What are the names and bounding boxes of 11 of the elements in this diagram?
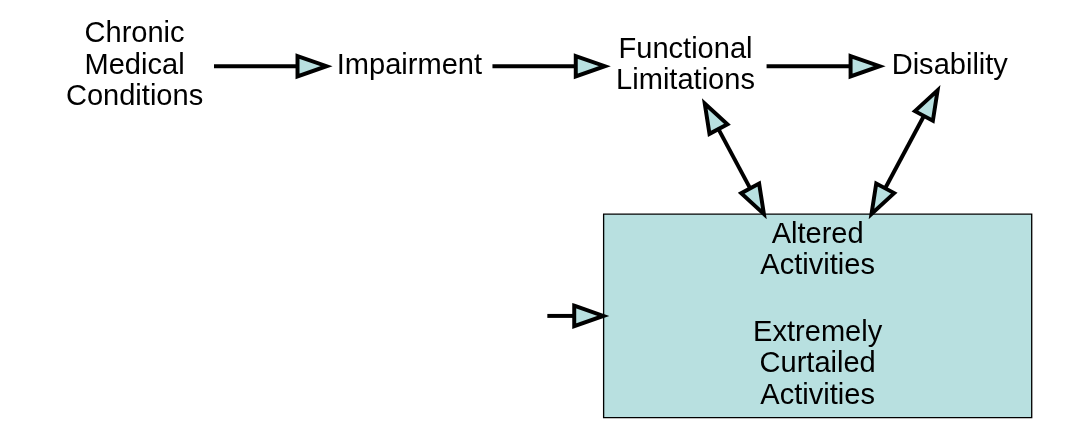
- node-text: Functional Limitations: [615, 31, 755, 96]
- arrow: [491, 53, 611, 80]
- arrow: [868, 85, 940, 220]
- arrow: [766, 53, 886, 80]
- node-box: Altered Activities Extremely Curtailed Activities: [602, 213, 1032, 419]
- node-text: Chronic Medical Conditions: [65, 15, 203, 112]
- arrow: [701, 98, 767, 220]
- arrow: [213, 53, 333, 80]
- node-text: Disability: [891, 47, 1008, 80]
- node-text: Impairment: [336, 47, 482, 80]
- arrow: [546, 302, 609, 329]
